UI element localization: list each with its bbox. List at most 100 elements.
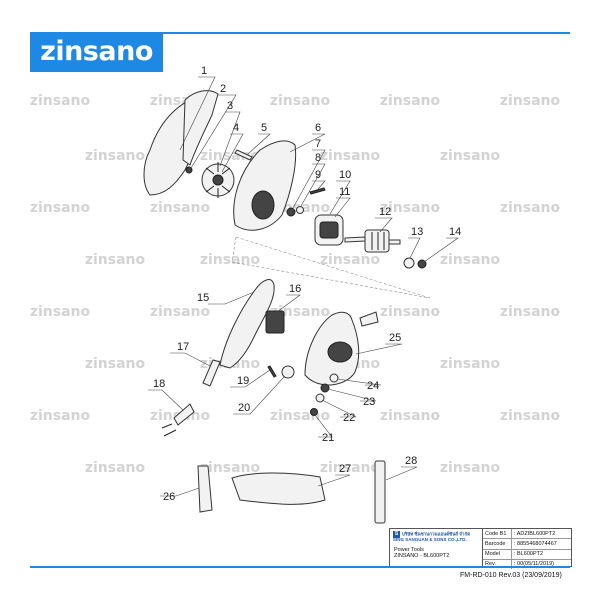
part-1-housing-handle — [182, 90, 219, 166]
watermark-layer: zinsano zinsano zinsano zinsano zinsano zinsa… — [30, 93, 561, 476]
watermark-text: zinsano — [380, 93, 441, 109]
watermark-text: zinsano — [500, 408, 561, 424]
watermark-text: zinsano — [150, 200, 211, 216]
watermark-text: zinsano — [380, 408, 441, 424]
part-label-24: 24 — [367, 380, 379, 392]
part-15-handle-half — [219, 279, 275, 369]
part-label-14: 14 — [449, 226, 461, 238]
product-title: Power Tools ZINSANO - BL600PT2 — [394, 547, 450, 560]
part-label-23: 23 — [363, 396, 375, 408]
document-code: FM-RD-010 Rev.03 (23/09/2019) — [460, 572, 562, 579]
assembly-guide-lines — [231, 236, 431, 299]
watermark-text: zinsano — [440, 148, 501, 164]
part-label-6: 6 — [315, 122, 321, 134]
part-2-screw — [185, 166, 193, 174]
part-label-15: 15 — [197, 292, 209, 304]
part-label-12: 12 — [379, 206, 391, 218]
part-13-bearing — [403, 257, 415, 269]
watermark-text: zinsano — [380, 304, 441, 320]
part-label-28: 28 — [405, 455, 417, 467]
part-16-cord-guard — [202, 359, 221, 387]
part-label-4: 4 — [233, 122, 239, 134]
watermark-text: zinsano — [270, 304, 331, 320]
watermark-text: zinsano — [30, 200, 91, 216]
part-label-8: 8 — [315, 152, 321, 164]
part-label-7: 7 — [315, 138, 321, 150]
watermark-text: zinsano — [200, 148, 261, 164]
watermark-text: zinsano — [85, 356, 146, 372]
part-label-22: 22 — [343, 412, 355, 424]
watermark-text: zinsano — [380, 200, 441, 216]
watermark-text: zinsano — [440, 356, 501, 372]
watermark-text: zinsano — [500, 200, 561, 216]
watermark-text: zinsano — [85, 148, 146, 164]
part-21-screw — [310, 408, 318, 416]
part-label-21: 21 — [322, 432, 334, 444]
part-24-bearing — [329, 373, 339, 383]
part-18-switch — [265, 310, 285, 334]
part-label-1: 1 — [201, 65, 207, 77]
part-label-17: 17 — [177, 341, 189, 353]
watermark-text: zinsano — [85, 460, 146, 476]
part-label-27: 27 — [339, 463, 351, 475]
part-label-2: 2 — [220, 83, 226, 95]
part-label-3: 3 — [227, 100, 233, 112]
watermark-text: zinsano — [270, 93, 331, 109]
part-label-16: 16 — [289, 283, 301, 295]
title-block-row: Rev.: 00(05/11/2019) — [485, 559, 554, 569]
part-label-9: 9 — [315, 169, 321, 181]
part-label-5: 5 — [261, 122, 267, 134]
part-label-19: 19 — [237, 375, 249, 387]
part-25-vent — [327, 341, 353, 363]
zinsano-logo: zinsano — [30, 32, 163, 72]
part-6-motor-housing — [233, 140, 297, 231]
part-22-bearing — [315, 393, 325, 403]
part-23-washer — [320, 383, 330, 393]
watermark-text: zinsano — [320, 460, 381, 476]
watermark-text: zinsano — [440, 460, 501, 476]
watermark-text: zinsano — [320, 148, 381, 164]
part-label-26: 26 — [163, 491, 175, 503]
part-27-wide-nozzle — [231, 472, 326, 505]
watermark-text: zinsano — [200, 460, 261, 476]
part-26-tube — [197, 465, 213, 513]
watermark-text: zinsano — [320, 252, 381, 268]
title-block-row: Code B1: ADZIBL600PT2 — [483, 529, 571, 540]
watermark-text: zinsano — [500, 304, 561, 320]
part-label-10: 10 — [339, 169, 351, 181]
part-17-plug — [161, 403, 195, 437]
watermark-text: zinsano — [270, 408, 331, 424]
company-logo-icon: S — [393, 531, 400, 538]
part-20-knob — [281, 365, 295, 379]
footer-rule — [30, 566, 570, 568]
part-11-stator — [314, 214, 344, 246]
watermark-text: zinsano — [30, 93, 91, 109]
watermark-text: zinsano — [150, 304, 211, 320]
watermark-text: zinsano — [200, 252, 261, 268]
part-25-nozzle — [359, 311, 379, 327]
leader-lines — [148, 76, 459, 497]
title-block-row: Barcode: 8855468074467 — [483, 539, 571, 550]
part-label-13: 13 — [411, 226, 423, 238]
title-block-rows: Code B1: ADZIBL600PT2 Barcode: 885546807… — [483, 529, 571, 569]
part-28-extension-tube — [374, 460, 386, 524]
watermark-text: zinsano — [440, 252, 501, 268]
part-label-11: 11 — [339, 186, 350, 198]
watermark-text: zinsano — [30, 408, 91, 424]
part-4-bolt — [234, 149, 253, 161]
watermark-text: zinsano — [30, 304, 91, 320]
part-3-fan — [201, 162, 235, 198]
part-label-25: 25 — [389, 332, 401, 344]
watermark-text: zinsano — [500, 93, 561, 109]
part-19-screw — [267, 365, 277, 378]
brand-header: zinsano — [30, 32, 570, 72]
part-7-bearing — [286, 207, 296, 217]
part-9-screw — [309, 187, 326, 195]
part-8-washer — [296, 206, 304, 214]
part-12-armature — [344, 229, 401, 253]
part-6-motor-bore — [251, 190, 275, 220]
